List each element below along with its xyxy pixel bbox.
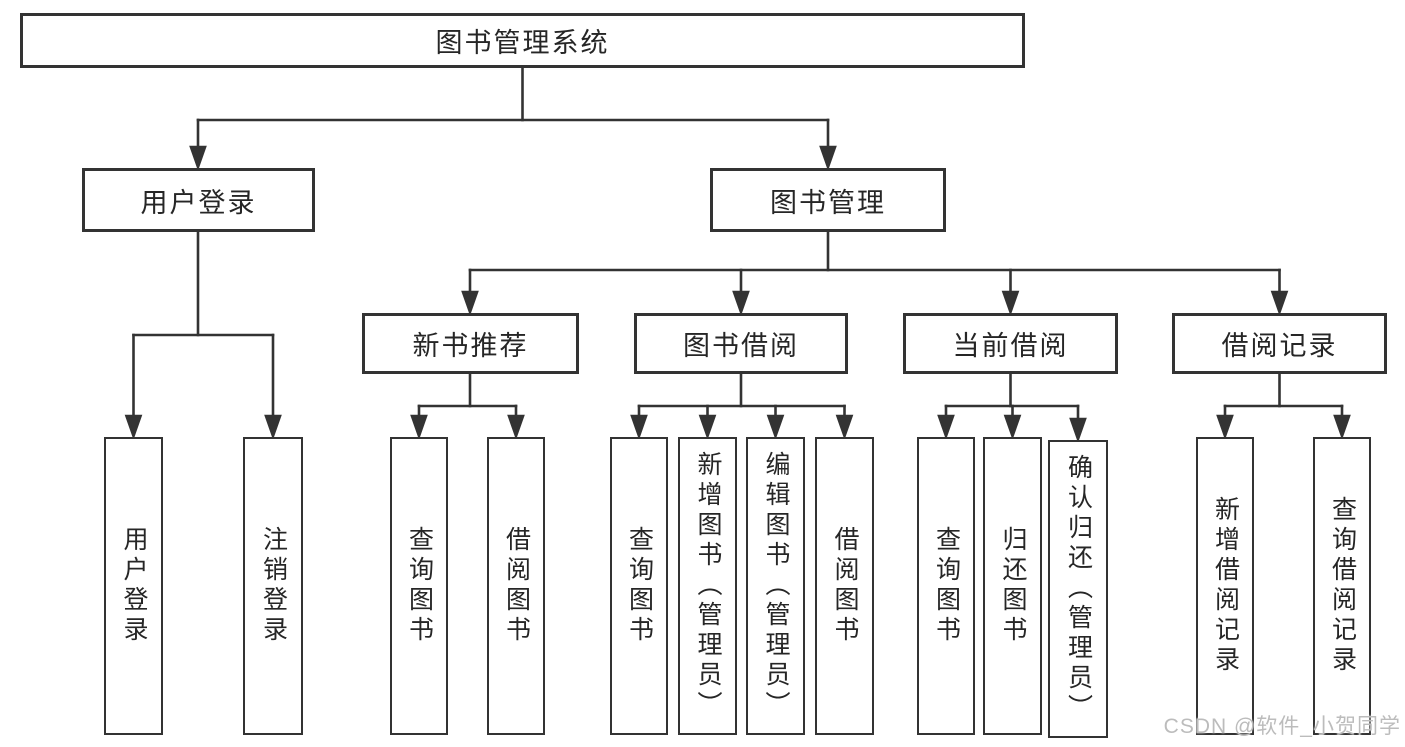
leaf-logout: 注销登录 — [243, 437, 303, 735]
leaf-cb-return-books: 归还图书 — [983, 437, 1042, 735]
node-book-borrow-label: 图书借阅 — [683, 331, 799, 361]
leaf-cb-confirm-return-admin-label: 确认归还（管理员） — [1064, 454, 1093, 724]
leaf-bb-edit-books-admin: 编辑图书（管理员） — [746, 437, 805, 735]
node-new-book-recommend-label: 新书推荐 — [412, 331, 529, 361]
leaf-bb-edit-books-admin-label: 编辑图书（管理员） — [762, 451, 790, 721]
leaf-cb-query-books-label: 查询图书 — [932, 526, 961, 646]
csdn-watermark: CSDN @软件_小贺同学 — [1163, 715, 1401, 738]
connector-book-borrow-to-leaves — [630, 372, 854, 440]
connector-current-borrow-to-leaves — [937, 372, 1087, 443]
connector-new-book-to-leaves — [410, 372, 525, 440]
leaf-bb-query-books-label: 查询图书 — [625, 526, 654, 646]
node-new-book-recommend: 新书推荐 — [362, 313, 579, 374]
node-user-login: 用户登录 — [82, 168, 315, 232]
leaf-user-login-label: 用户登录 — [120, 526, 148, 646]
connector-root-to-level2 — [189, 66, 837, 171]
leaf-nb-borrow-books-label: 借阅图书 — [502, 526, 531, 646]
node-borrow-record-label: 借阅记录 — [1221, 331, 1338, 361]
node-user-login-label: 用户登录 — [140, 187, 257, 218]
leaf-cb-confirm-return-admin: 确认归还（管理员） — [1048, 440, 1108, 738]
node-borrow-record: 借阅记录 — [1172, 313, 1387, 374]
connector-user-login-to-leaves — [124, 230, 282, 440]
leaf-nb-query-books: 查询图书 — [390, 437, 448, 735]
connector-borrow-record-to-leaves — [1216, 372, 1351, 440]
leaf-bb-borrow-books: 借阅图书 — [815, 437, 874, 735]
leaf-cb-return-books-label: 归还图书 — [999, 526, 1027, 646]
leaf-br-add-record: 新增借阅记录 — [1196, 437, 1254, 735]
leaf-cb-query-books: 查询图书 — [917, 437, 975, 735]
node-current-borrow-label: 当前借阅 — [952, 331, 1069, 361]
leaf-br-add-record-label: 新增借阅记录 — [1211, 496, 1240, 676]
node-book-mgmt-label: 图书管理 — [770, 187, 886, 218]
node-current-borrow: 当前借阅 — [903, 313, 1118, 374]
leaf-nb-borrow-books: 借阅图书 — [487, 437, 545, 735]
leaf-br-query-record-label: 查询借阅记录 — [1328, 496, 1357, 676]
leaf-bb-query-books: 查询图书 — [610, 437, 668, 735]
node-book-mgmt: 图书管理 — [710, 168, 946, 232]
node-root-label: 图书管理系统 — [435, 28, 610, 58]
leaf-br-query-record: 查询借阅记录 — [1313, 437, 1371, 735]
leaf-bb-add-books-admin-label: 新增图书（管理员） — [694, 451, 722, 721]
leaf-logout-label: 注销登录 — [259, 526, 288, 646]
leaf-bb-borrow-books-label: 借阅图书 — [831, 526, 859, 646]
leaf-user-login: 用户登录 — [104, 437, 163, 735]
connector-book-mgmt-to-level3 — [461, 230, 1289, 316]
leaf-nb-query-books-label: 查询图书 — [405, 526, 434, 646]
node-root: 图书管理系统 — [20, 13, 1025, 68]
node-book-borrow: 图书借阅 — [634, 313, 848, 374]
leaf-bb-add-books-admin: 新增图书（管理员） — [678, 437, 737, 735]
